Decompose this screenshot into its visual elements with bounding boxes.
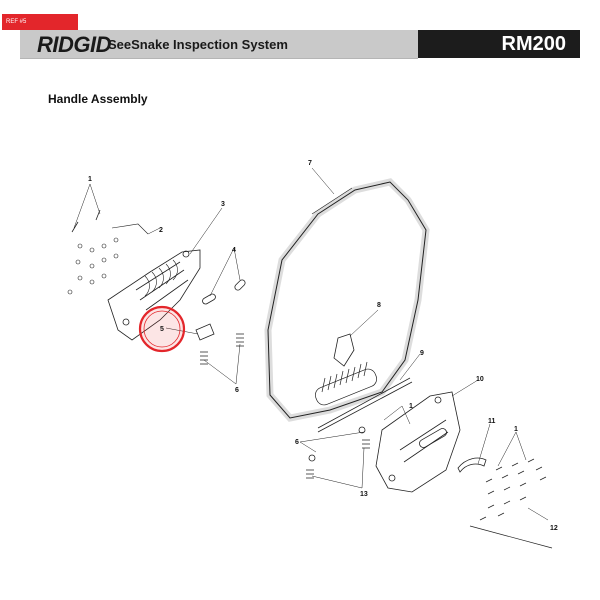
brand-logo: RIDGID (37, 32, 112, 57)
model-name: RM200 (501, 33, 566, 55)
model-panel (418, 30, 580, 58)
pin-b (234, 279, 246, 291)
clip (333, 333, 355, 367)
callout-10: 10 (476, 376, 484, 383)
cap-c (308, 454, 316, 462)
callout-13: 13 (360, 491, 368, 498)
screw-left-a (71, 221, 79, 233)
callout-11: 11 (488, 418, 496, 425)
callout-4: 4 (232, 247, 236, 254)
callout-3: 3 (221, 201, 225, 208)
leaders (73, 167, 549, 521)
highlight-circle (138, 305, 186, 353)
header-rule (20, 58, 418, 59)
system-name: SeeSnake Inspection System (108, 37, 288, 52)
right-bracket (375, 391, 461, 493)
callout-12: 12 (550, 525, 558, 532)
grip (315, 361, 377, 406)
screw-grid (67, 223, 149, 295)
screws-right (469, 458, 553, 549)
spring-d (306, 469, 314, 479)
callout-6b: 6 (295, 439, 299, 446)
cap-d (358, 426, 366, 434)
callout-6: 6 (235, 387, 239, 394)
spring-a (200, 351, 208, 365)
callout-8: 8 (377, 302, 381, 309)
callout-9: 9 (420, 350, 424, 357)
latch (195, 323, 215, 341)
callout-7: 7 (308, 160, 312, 167)
callout-1: 1 (88, 176, 92, 183)
spring-c (362, 439, 370, 449)
rod (317, 377, 413, 433)
callout-1c: 1 (514, 426, 518, 433)
left-bracket (107, 249, 201, 341)
ref-tag: REF #5 (2, 14, 78, 30)
callout-5: 5 (160, 326, 164, 333)
pin-a (202, 293, 216, 305)
spring-b (236, 333, 244, 347)
callout-2: 2 (159, 227, 163, 234)
header-bar (20, 30, 580, 58)
callout-1b: 1 (409, 403, 413, 410)
grip-insert (457, 457, 487, 473)
page-title: Handle Assembly (48, 92, 148, 106)
